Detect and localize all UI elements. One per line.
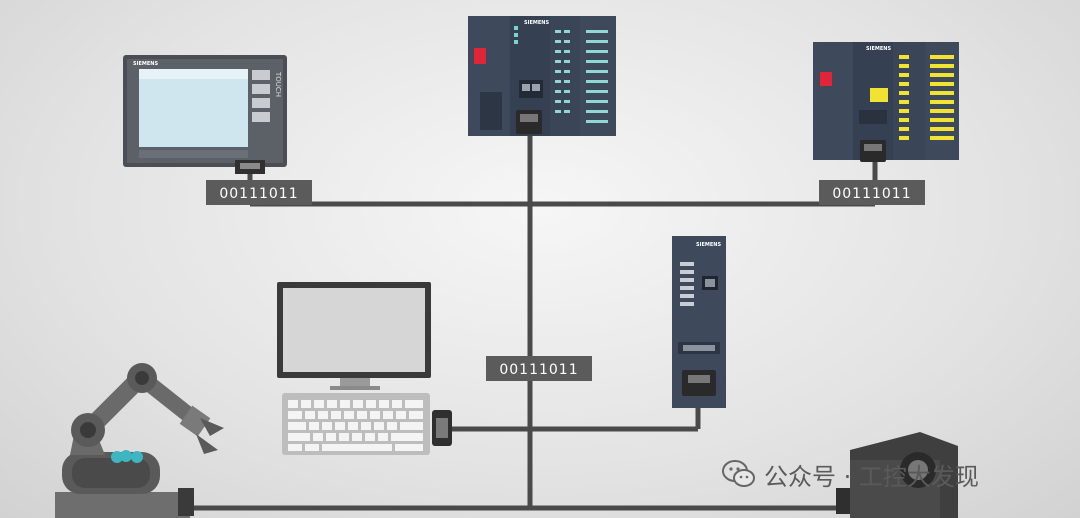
- switch-brand-text: SIEMENS: [696, 242, 721, 248]
- packet-label-right-text: 00111011: [832, 186, 911, 202]
- packet-label-center: 00111011: [486, 356, 592, 381]
- cpu-right-brand-text: SIEMENS: [866, 46, 891, 52]
- cpu-right-io-leds: [899, 55, 954, 140]
- cpu-center-plc: SIEMENS: [468, 16, 616, 136]
- cpu-center-brand-text: SIEMENS: [524, 20, 549, 26]
- packet-label-left-text: 00111011: [219, 186, 298, 202]
- keyboard: [282, 393, 452, 455]
- hmi-side-text: TOUCH: [274, 71, 282, 97]
- network-switch: SIEMENS: [672, 236, 726, 408]
- hmi-brand-text: SIEMENS: [133, 61, 158, 67]
- packet-label-right: 00111011: [819, 180, 925, 205]
- cpu-center-io-leds: [555, 30, 608, 123]
- packet-label-left: 00111011: [206, 180, 312, 205]
- computer-monitor: [277, 282, 431, 390]
- robot-arm: [55, 363, 224, 518]
- servo-motor: [836, 432, 958, 518]
- wechat-icon: [722, 460, 755, 487]
- packet-label-center-text: 00111011: [499, 362, 578, 378]
- wechat-watermark: 公众号 · 工控大发现: [722, 456, 979, 492]
- hmi-touch-panel: SIEMENS TOUCH: [123, 55, 287, 174]
- cpu-right-plc: SIEMENS: [813, 42, 959, 162]
- cables: [190, 136, 878, 511]
- watermark-text: 公众号 · 工控大发现: [764, 462, 979, 491]
